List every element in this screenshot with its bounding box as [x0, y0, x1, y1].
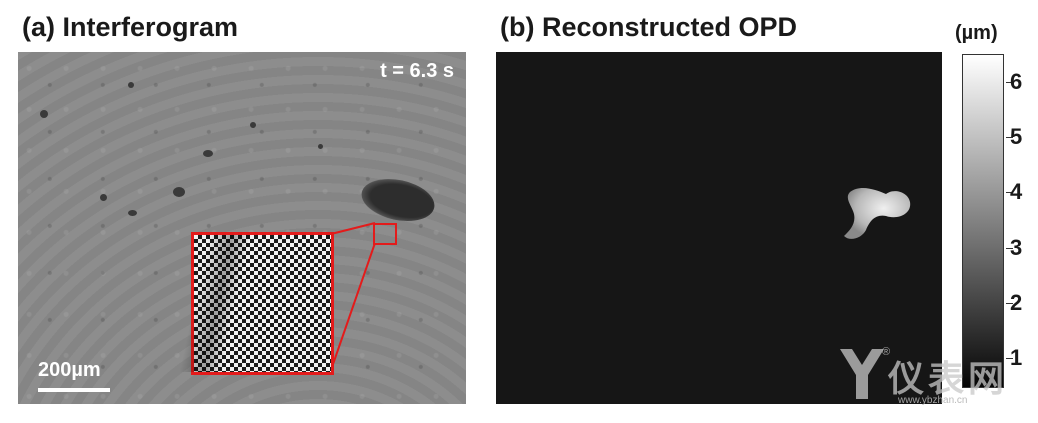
interferogram-image: t = 6.3 s 200µm	[18, 52, 466, 404]
colorbar-tick	[1006, 358, 1013, 360]
debris-speck	[173, 187, 185, 197]
debris-speck	[128, 82, 134, 88]
specimen-bright	[844, 188, 911, 239]
colorbar-tick-label: 6	[1010, 68, 1023, 94]
colorbar-unit-label: (µm)	[955, 22, 998, 44]
zoom-region-box	[373, 223, 397, 245]
colorbar-tick	[1006, 81, 1013, 83]
colorbar-tick-label: 5	[1010, 124, 1023, 149]
colorbar-tick-label: 2	[1010, 290, 1023, 315]
colorbar-tick-label: 1	[1010, 345, 1023, 371]
zoomed-inset-fringes	[179, 232, 334, 375]
debris-speck	[318, 144, 323, 149]
inset-specimen-edge	[179, 235, 269, 372]
colorbar-tick	[1006, 192, 1013, 194]
scale-bar	[38, 388, 110, 392]
zoom-connector-lines	[330, 222, 376, 371]
colorbar-tick	[1006, 303, 1013, 304]
colorbar	[962, 54, 1004, 388]
debris-speck	[203, 150, 213, 157]
debris-speck	[250, 122, 256, 128]
colorbar-tick	[1006, 137, 1013, 138]
colorbar-tick	[1006, 247, 1013, 249]
time-label: t = 6.3 s	[380, 60, 454, 82]
debris-speck	[100, 194, 107, 201]
debris-speck	[40, 110, 48, 118]
debris-speck	[128, 210, 137, 216]
colorbar-tick-label: 3	[1010, 234, 1023, 260]
colorbar-tick-label: 4	[1010, 179, 1023, 205]
panel-b-title: (b) Reconstructed OPD	[500, 12, 798, 42]
scale-bar-label: 200µm	[38, 359, 101, 381]
opd-image	[496, 52, 942, 404]
panel-a-title: (a) Interferogram	[22, 12, 239, 42]
